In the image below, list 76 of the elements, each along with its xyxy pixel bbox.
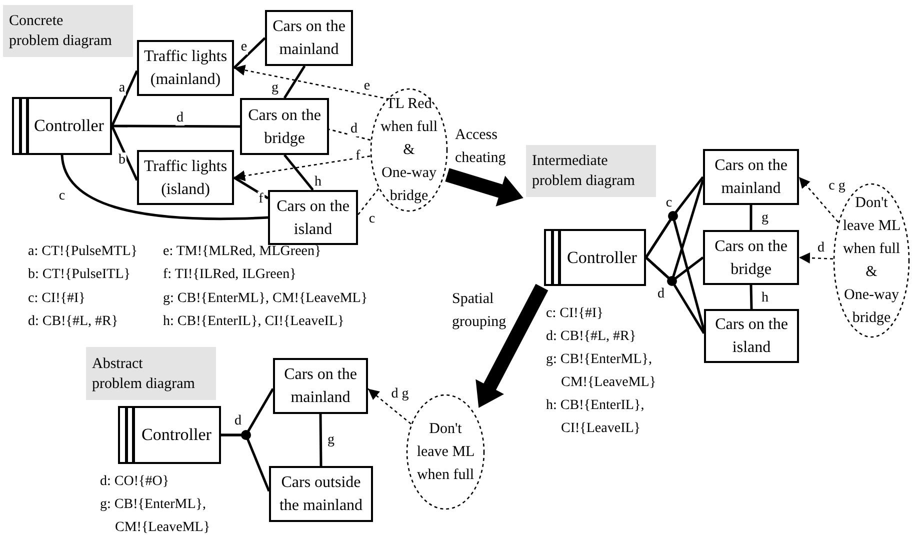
box-label: Cars on the island bbox=[276, 196, 350, 240]
box-label: Cars on the island bbox=[714, 315, 789, 358]
requirement-ellipse bbox=[370, 88, 448, 212]
connector-line bbox=[233, 176, 269, 200]
interface-annotation: h: CB!{EnterIL}, CI!{LeaveIL} bbox=[546, 397, 646, 438]
interface-annotation: h: CB!{EnterIL}, CI!{LeaveIL} bbox=[163, 313, 344, 331]
connector-line bbox=[284, 154, 314, 191]
box-label: Abstract problem diagram bbox=[92, 354, 195, 394]
connector-line bbox=[645, 256, 706, 334]
interface-annotation: d: CO!{#O} bbox=[100, 473, 170, 491]
interface-annotation: b: CT!{PulseITL} bbox=[28, 266, 130, 284]
box-label: Intermediate problem diagram bbox=[532, 152, 636, 191]
interface-annotation: e: TM!{MLRed, MLGreen} bbox=[163, 243, 322, 261]
interface-annotation: a: CT!{PulseMTL} bbox=[28, 243, 138, 261]
box-label: Cars on the mainland bbox=[283, 365, 358, 408]
box-label: Cars outside the mainland bbox=[278, 473, 364, 516]
requirement-text: Don't leave ML when full bbox=[416, 420, 476, 484]
box-label: Concrete problem diagram bbox=[9, 12, 113, 51]
connector-line bbox=[750, 205, 752, 230]
requirement-text: TL Red when full & One-way bridge bbox=[379, 94, 439, 206]
domain-box bbox=[269, 466, 373, 522]
edge-label: Spatial grouping bbox=[452, 290, 508, 332]
interface-annotation: c: CI!{#I} bbox=[28, 290, 86, 308]
interface-annotation: d: CB!{#L, #R} bbox=[28, 313, 118, 331]
domain-box bbox=[704, 309, 799, 363]
interface-annotation: g: CB!{EnterML}, CM!{LeaveML} bbox=[163, 290, 368, 308]
connector-line bbox=[283, 65, 306, 99]
interface-annotation: g: CB!{EnterML}, CM!{LeaveML} bbox=[100, 496, 212, 535]
box-label: Controller bbox=[567, 246, 637, 268]
box-label: Controller bbox=[142, 424, 212, 446]
domain-box bbox=[137, 150, 234, 205]
box-label: Traffic lights (island) bbox=[142, 156, 228, 200]
domain-box bbox=[273, 358, 368, 414]
dashed-arrow bbox=[234, 155, 370, 182]
domain-box bbox=[703, 149, 799, 205]
dashed-arrow bbox=[798, 252, 834, 264]
connector-line bbox=[319, 414, 322, 466]
box-label: Cars on the mainland bbox=[272, 17, 346, 60]
box-label: Cars on the bridge bbox=[714, 236, 788, 280]
connector-line bbox=[60, 154, 268, 220]
connector-line bbox=[110, 70, 138, 127]
box-label: Cars on the bridge bbox=[247, 106, 322, 148]
diagram-band bbox=[86, 347, 216, 400]
domain-box bbox=[137, 40, 234, 96]
domain-box bbox=[240, 98, 329, 155]
interface-annotation: c: CI!{#I} bbox=[546, 305, 604, 323]
interface-annotation: d: CB!{#L, #R} bbox=[546, 328, 636, 346]
machine-box bbox=[544, 229, 646, 286]
block-arrow bbox=[445, 168, 524, 206]
dashed-arrow bbox=[234, 64, 384, 99]
requirement-ellipse bbox=[833, 183, 910, 338]
diagram-band bbox=[526, 145, 656, 197]
domain-box bbox=[268, 190, 358, 245]
machine-box bbox=[12, 97, 112, 155]
connector-line bbox=[221, 434, 270, 492]
machine-box bbox=[118, 406, 221, 464]
connector-line bbox=[750, 284, 753, 310]
interface-annotation: f: TI!{ILRed, ILGreen} bbox=[163, 266, 296, 284]
edge-label: d bbox=[350, 122, 358, 136]
edge-label: Access cheating bbox=[455, 126, 507, 168]
diagram-band bbox=[3, 5, 133, 57]
connector-line bbox=[112, 124, 240, 128]
connector-line bbox=[110, 125, 138, 181]
domain-box bbox=[265, 10, 353, 66]
box-label: Traffic lights (mainland) bbox=[142, 47, 228, 90]
domain-box bbox=[703, 230, 799, 285]
box-label: Cars on the mainland bbox=[714, 156, 788, 199]
box-label: Controller bbox=[34, 115, 104, 137]
block-arrow bbox=[476, 284, 548, 408]
edge-label: h bbox=[314, 174, 322, 190]
connector-line bbox=[233, 37, 266, 69]
edge-label: d bbox=[176, 110, 184, 126]
edge-label: d g bbox=[390, 386, 410, 402]
dashed-arrow bbox=[798, 176, 839, 222]
requirement-text: Don't leave ML when full & One-way bridge bbox=[842, 194, 902, 328]
dashed-arrow bbox=[368, 388, 412, 424]
